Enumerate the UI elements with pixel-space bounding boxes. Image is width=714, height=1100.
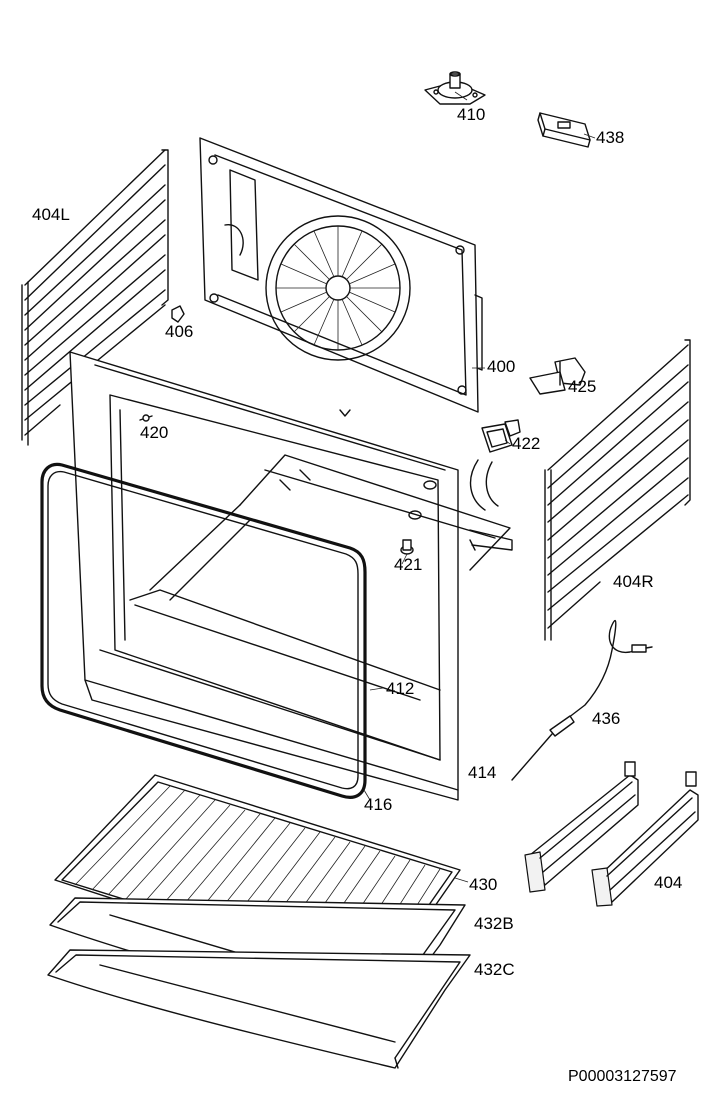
label-420: 420 [140,423,169,442]
label-404: 404 [654,873,683,892]
label-404R: 404R [613,572,654,591]
left-shelf-runner-404L [21,149,169,446]
label-432C: 432C [474,960,515,979]
tray-432C [47,949,471,1069]
door-seal-416 [40,462,367,799]
label-430: 430 [469,875,498,894]
label-414: 414 [468,763,497,782]
right-shelf-runner-404R [544,339,691,641]
label-425: 425 [568,377,597,396]
oven-cavity-412 [69,351,513,801]
label-436: 436 [592,709,621,728]
clip-406 [171,305,185,323]
label-421: 421 [394,555,423,574]
screw-420 [139,414,153,422]
switch-438 [537,112,591,148]
temperature-sensor-436 [511,619,653,781]
leader-lines [363,91,596,883]
label-406: 406 [165,322,194,341]
label-438: 438 [596,128,625,147]
label-412: 412 [386,679,415,698]
label-410: 410 [457,105,486,124]
label-404L: 404L [32,205,70,224]
label-432B: 432B [474,914,514,933]
label-416: 416 [364,795,393,814]
label-422: 422 [512,434,541,453]
bracket-425 [529,357,586,395]
lamp-holder-422 [469,419,521,511]
grommet-421 [400,539,414,555]
telescopic-runners-404 [524,761,699,907]
fan-motor-mount-410 [424,71,486,105]
label-400: 400 [487,357,516,376]
rear-panel-400 [199,137,483,413]
document-code: P00003127597 [568,1068,677,1085]
